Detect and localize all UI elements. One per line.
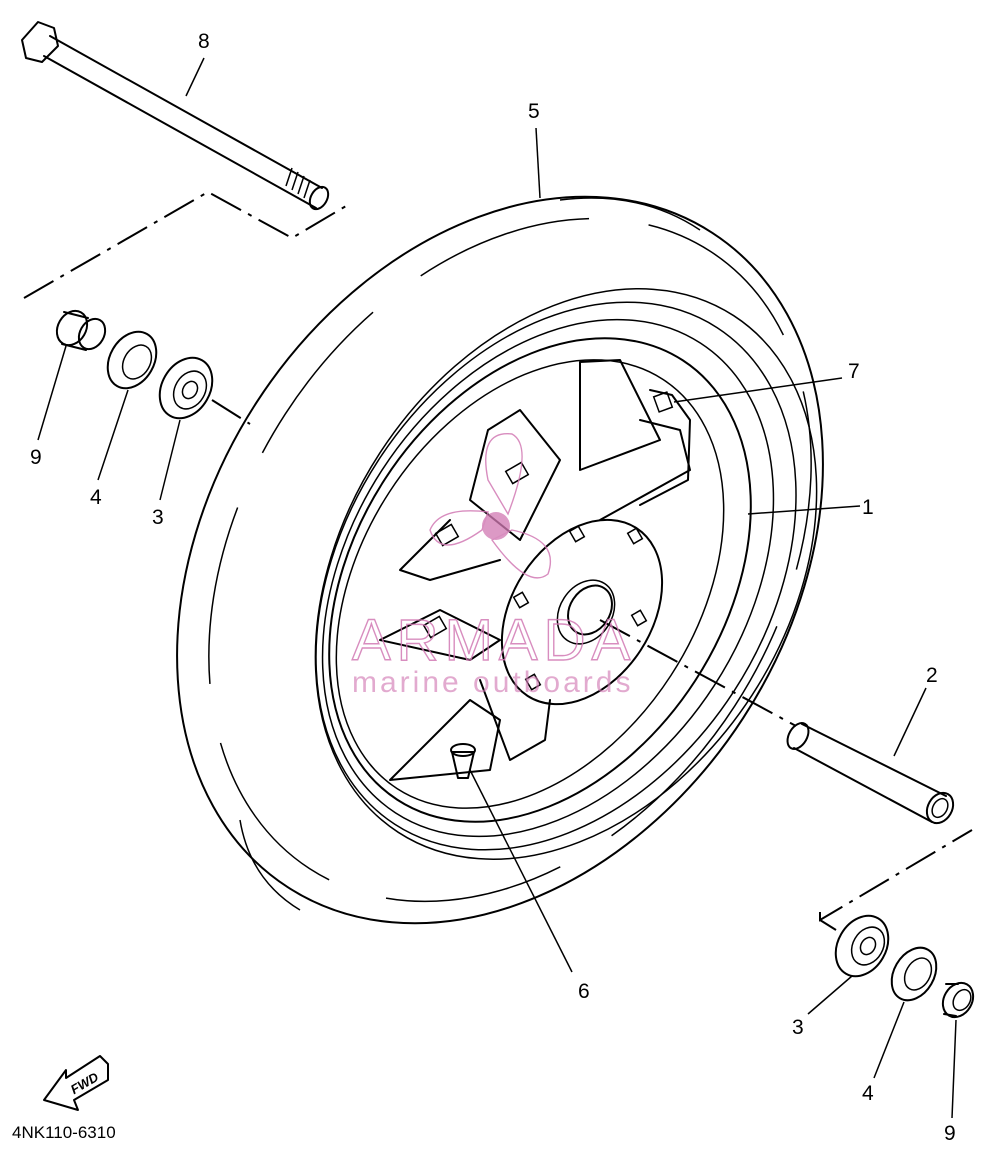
callout-6: 6 — [578, 980, 590, 1003]
collar-left — [55, 309, 107, 351]
collar-right — [941, 981, 975, 1019]
diagram-code: 4NK110-6310 — [12, 1123, 116, 1142]
callout-4-left: 4 — [90, 486, 102, 509]
watermark-logo: ARMADA marine outboards — [351, 433, 636, 699]
propeller-icon — [429, 433, 552, 579]
callout-9-right: 9 — [944, 1122, 956, 1145]
tire — [176, 195, 824, 925]
wheel-axle — [21, 21, 330, 211]
callout-3-right: 3 — [792, 1016, 804, 1039]
bearing-right — [834, 914, 890, 978]
oil-seal-left — [106, 330, 158, 390]
callout-9-left: 9 — [30, 446, 42, 469]
callout-8: 8 — [198, 30, 210, 53]
wheel-spokes — [379, 359, 691, 781]
disc-mount-bracket — [639, 389, 691, 506]
watermark-brand: ARMADA — [352, 608, 636, 673]
callout-1: 1 — [862, 496, 874, 519]
bearing-left — [158, 356, 214, 420]
oil-seal-right — [890, 946, 938, 1002]
callout-7: 7 — [848, 360, 860, 383]
rim — [314, 288, 818, 860]
callout-4-right: 4 — [862, 1082, 874, 1105]
watermark-tagline: marine outboards — [352, 666, 633, 699]
spacer-collar — [786, 722, 955, 825]
tire-valve — [450, 743, 476, 779]
callout-5: 5 — [528, 100, 540, 123]
assembly-lines — [23, 190, 973, 931]
leader-lines — [37, 57, 957, 1119]
forward-direction-arrow: FWD — [43, 1055, 109, 1111]
callout-3-left: 3 — [152, 506, 164, 529]
callout-2: 2 — [926, 664, 938, 687]
part-callouts: 1 2 3 3 4 4 5 6 7 8 9 9 — [30, 30, 956, 1145]
